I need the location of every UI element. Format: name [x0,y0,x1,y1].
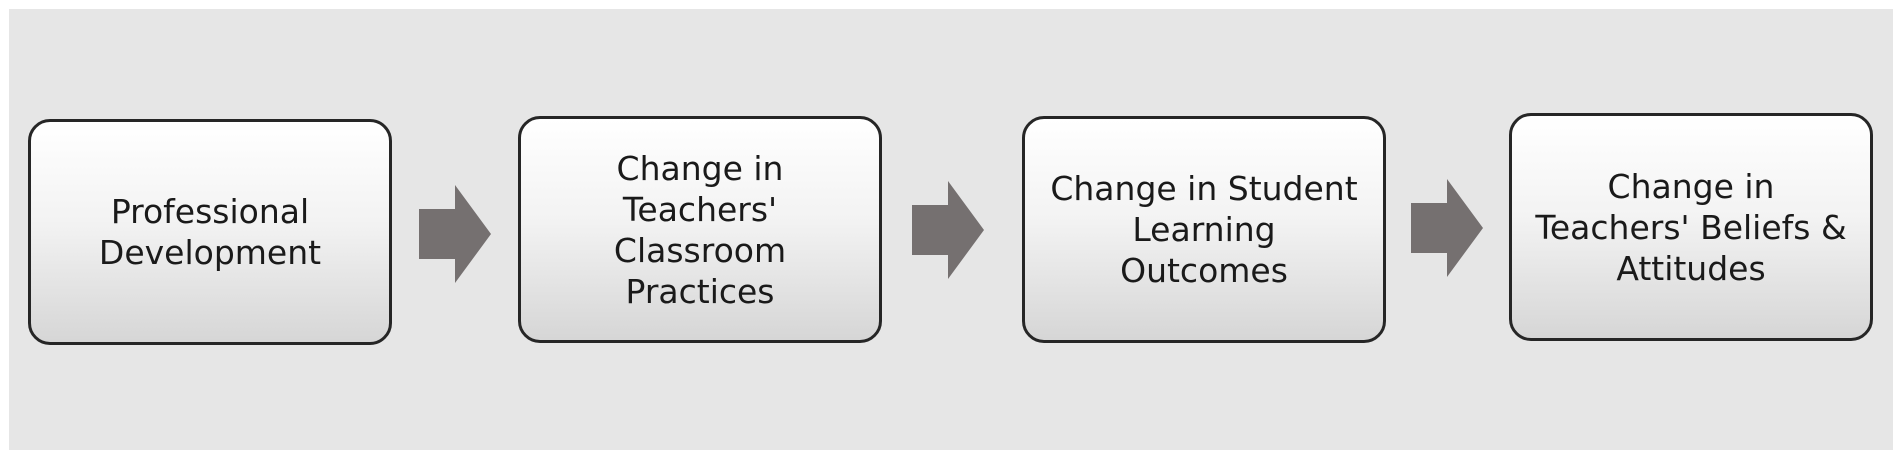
professional-development-box: Professional Development [28,119,392,345]
right-arrow-icon [1411,179,1483,277]
professional-development-label: Professional Development [98,192,322,272]
diagram-canvas: Professional Development Change in Teach… [9,9,1893,450]
right-arrow-icon [419,185,491,283]
beliefs-attitudes-label: Change in Teachers' Beliefs & Attitudes [1535,166,1847,288]
classroom-practices-box: Change in Teachers' Classroom Practices [518,116,882,343]
student-learning-outcomes-box: Change in Student Learning Outcomes [1022,116,1386,343]
beliefs-attitudes-box: Change in Teachers' Beliefs & Attitudes [1509,113,1873,341]
classroom-practices-label: Change in Teachers' Classroom Practices [613,148,787,311]
student-learning-outcomes-label: Change in Student Learning Outcomes [1050,169,1358,290]
right-arrow-icon [912,181,984,279]
